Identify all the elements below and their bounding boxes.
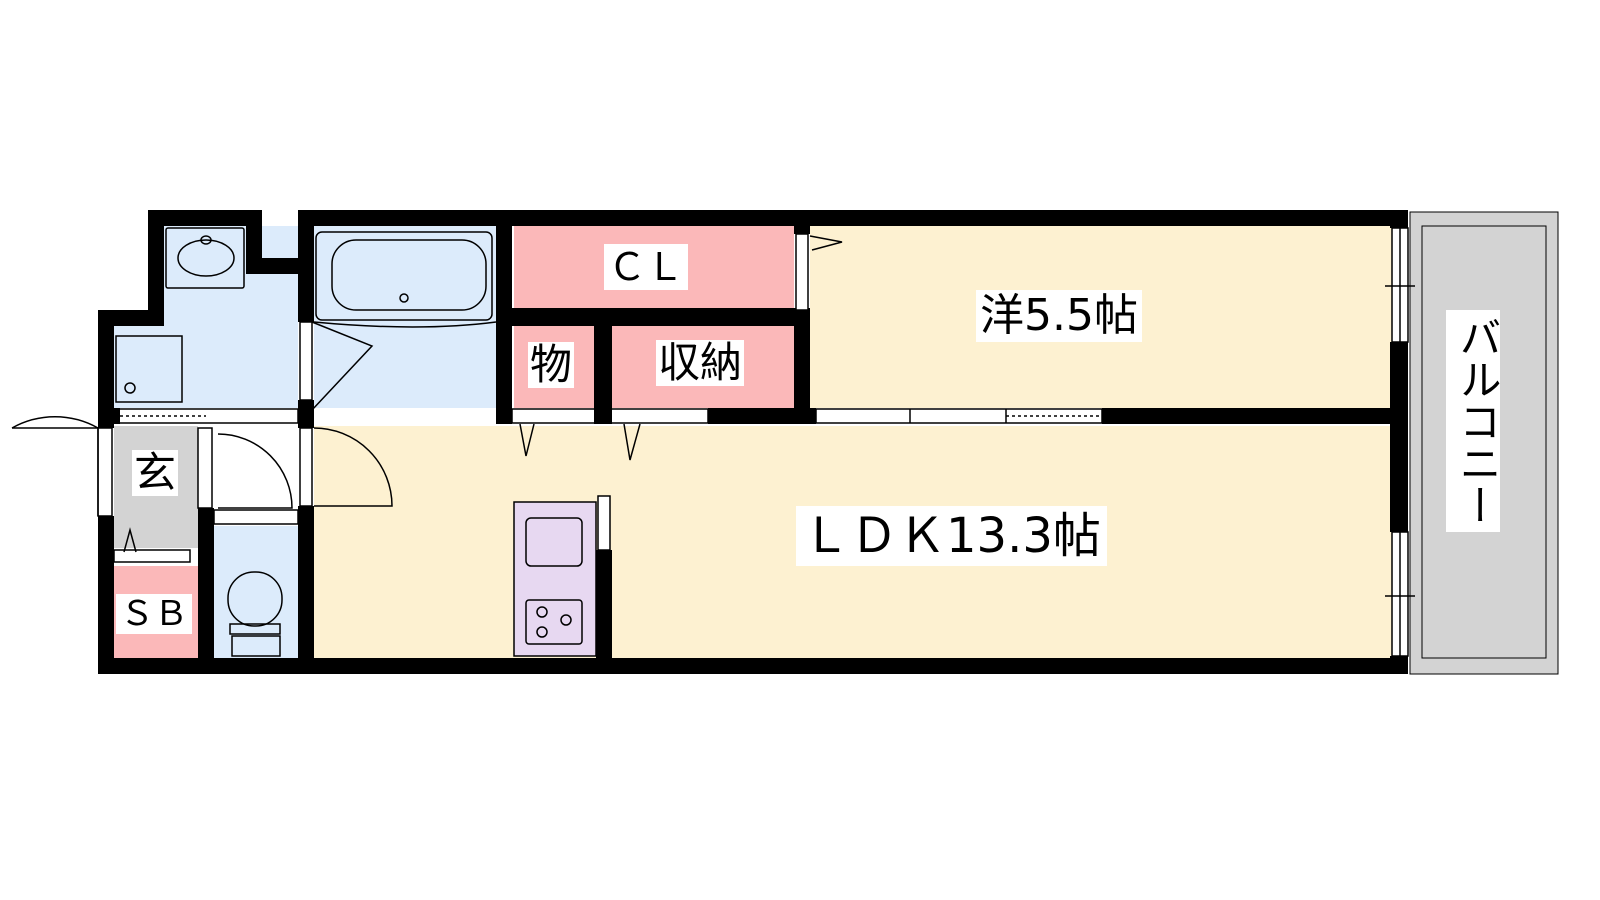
partitions — [97, 227, 1415, 657]
kitchen-counter — [513, 501, 597, 657]
bathtub-icon — [313, 231, 497, 328]
storage-door — [623, 423, 641, 461]
toilet-door-swing — [217, 433, 293, 509]
closet-label: ＣＬ — [604, 244, 689, 290]
ldk-door-swing — [313, 427, 393, 507]
washbasin-icon — [165, 227, 245, 289]
washing-machine-icon — [115, 335, 183, 403]
western-room-label: 洋5.5帖 — [976, 290, 1142, 342]
sink-icon — [525, 517, 583, 567]
storage-small-label: 物 — [528, 340, 575, 389]
washroom-floor-2 — [114, 326, 298, 408]
entrance-label: 玄 — [132, 448, 179, 497]
walls — [98, 210, 1408, 674]
bath-door-swing — [311, 321, 374, 411]
balcony-label: バルコニー — [1446, 310, 1502, 532]
storage-label: 収納 — [656, 338, 745, 387]
bathroom-floor — [314, 226, 496, 408]
ldk-label: ＬＤＫ13.3帖 — [796, 506, 1107, 566]
doors — [11, 235, 843, 553]
stove-icon — [525, 599, 583, 645]
toilet-icon — [227, 571, 283, 657]
sb-door — [123, 527, 137, 553]
shoebox-label: ＳＢ — [116, 594, 192, 634]
storage-small-door — [519, 423, 535, 457]
western-door — [809, 235, 843, 251]
toilet-floor — [214, 526, 298, 658]
front-door-swing — [11, 416, 99, 516]
